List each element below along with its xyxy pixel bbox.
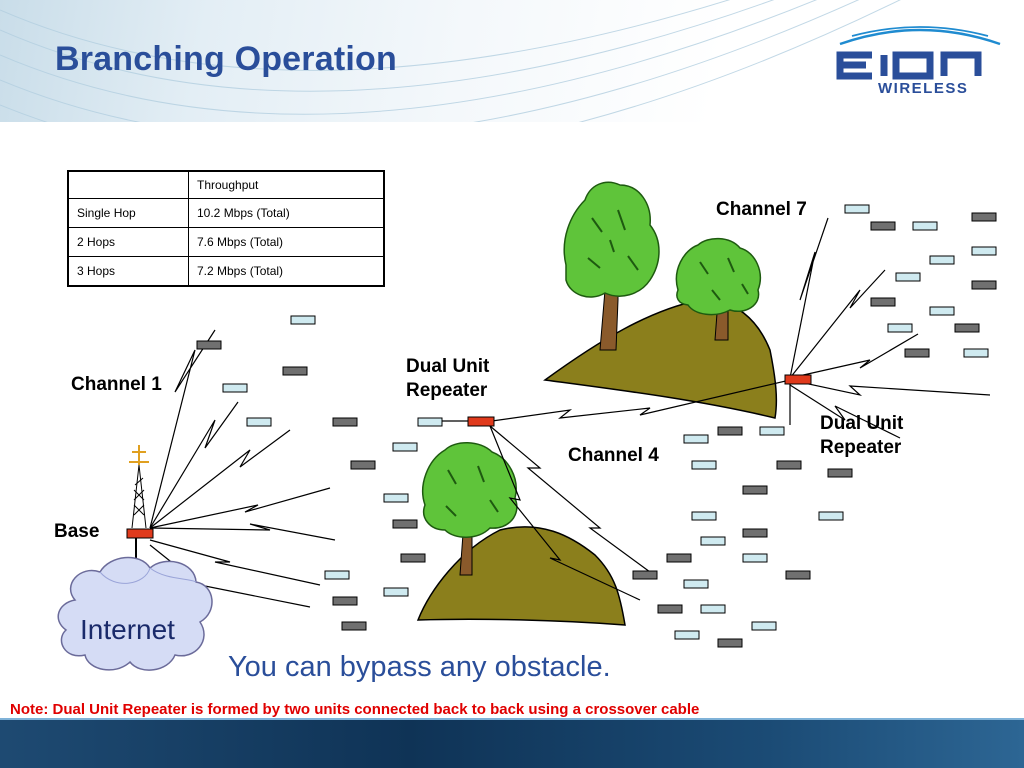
repeater-2-label-line1: Dual Unit (820, 413, 904, 434)
internet-label: Internet (80, 614, 175, 645)
hill-middle (416, 526, 626, 626)
tree-large (563, 181, 660, 351)
channel-7-label: Channel 7 (716, 199, 807, 220)
throughput-table: Throughput Single Hop 10.2 Mbps (Total) … (67, 170, 385, 287)
repeater-2-radio (784, 374, 812, 385)
hill-right (543, 299, 778, 419)
repeater-2-label: Dual Unit Repeater (820, 412, 903, 460)
eion-logo: WIRELESS (830, 22, 1010, 104)
tree-medium (675, 237, 761, 341)
repeater-1-label-line2: Repeater (406, 380, 488, 401)
table-row: 3 Hops 7.2 Mbps (Total) (67, 256, 385, 287)
subscriber-units (196, 204, 997, 648)
network-diagram (57, 181, 997, 671)
base-label: Base (54, 521, 100, 542)
table-row: Single Hop 10.2 Mbps (Total) (67, 198, 385, 228)
repeater-1-label-line1: Dual Unit (406, 356, 490, 377)
channel-1-label: Channel 1 (71, 374, 162, 395)
header-decoration (0, 0, 901, 122)
footnote: Note: Dual Unit Repeater is formed by tw… (10, 701, 700, 718)
table-cell-hops: 2 Hops (67, 227, 189, 257)
repeater-2-label-line2: Repeater (820, 437, 902, 458)
page-title: Branching Operation (55, 40, 397, 78)
table-header-cell (67, 170, 189, 199)
logo-tagline: WIRELESS (878, 80, 969, 97)
repeater-1-radio (467, 416, 495, 427)
tree-small (421, 442, 518, 576)
slide-caption: You can bypass any obstacle. (228, 651, 611, 683)
table-cell-throughput: 7.6 Mbps (Total) (188, 227, 385, 257)
base-radio (126, 528, 154, 539)
slide-header: Branching Operation WIRELESS (0, 0, 1024, 122)
eion-logo-mark (836, 26, 1001, 80)
table-cell-throughput: 7.2 Mbps (Total) (188, 256, 385, 287)
table-header-row: Throughput (67, 170, 385, 199)
internet-cloud-icon (57, 556, 213, 671)
slide-footer (0, 718, 1024, 768)
table-cell-throughput: 10.2 Mbps (Total) (188, 198, 385, 228)
channel-4-label: Channel 4 (568, 445, 659, 466)
table-cell-hops: 3 Hops (67, 256, 189, 287)
footer-divider (0, 718, 1024, 720)
base-tower-icon (129, 445, 149, 529)
repeater-1-label: Dual Unit Repeater (406, 355, 489, 403)
table-cell-hops: Single Hop (67, 198, 189, 228)
table-header-cell: Throughput (188, 170, 385, 199)
table-row: 2 Hops 7.6 Mbps (Total) (67, 227, 385, 257)
